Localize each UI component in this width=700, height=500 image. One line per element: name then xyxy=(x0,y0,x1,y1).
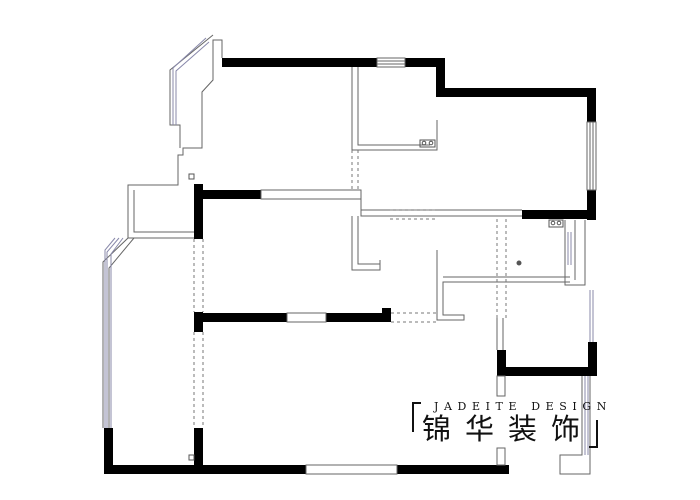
structural-walls xyxy=(104,58,597,474)
company-logo: JADEITE DESIGN 锦华装饰 xyxy=(412,398,606,450)
openings-dashed xyxy=(193,150,507,428)
logo-bracket-left xyxy=(412,402,421,432)
fixtures xyxy=(188,139,564,461)
logo-english-text: JADEITE DESIGN xyxy=(434,400,612,413)
logo-bracket-right xyxy=(589,420,598,448)
window-lines xyxy=(104,37,594,455)
logo-chinese-text: 锦华装饰 xyxy=(422,412,595,446)
